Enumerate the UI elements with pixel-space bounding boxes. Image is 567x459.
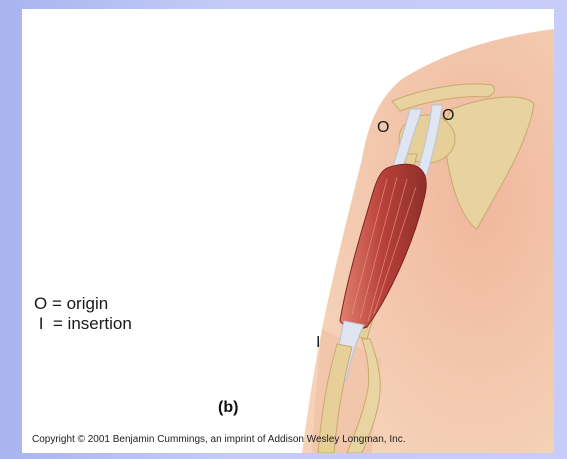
legend-insertion: I = insertion	[34, 314, 132, 334]
copyright-notice: Copyright © 2001 Benjamin Cummings, an i…	[32, 434, 405, 445]
insertion-marker: I	[316, 334, 320, 352]
legend: O = origin I = insertion	[34, 294, 132, 334]
biceps-anatomy-illustration	[22, 9, 554, 453]
origin-marker-right: O	[442, 107, 454, 125]
legend-origin: O = origin	[34, 294, 132, 314]
origin-marker-left: O	[377, 119, 389, 137]
panel-label: (b)	[218, 399, 238, 417]
figure-panel: O O I O = origin I = insertion (b) Copyr…	[22, 9, 554, 453]
